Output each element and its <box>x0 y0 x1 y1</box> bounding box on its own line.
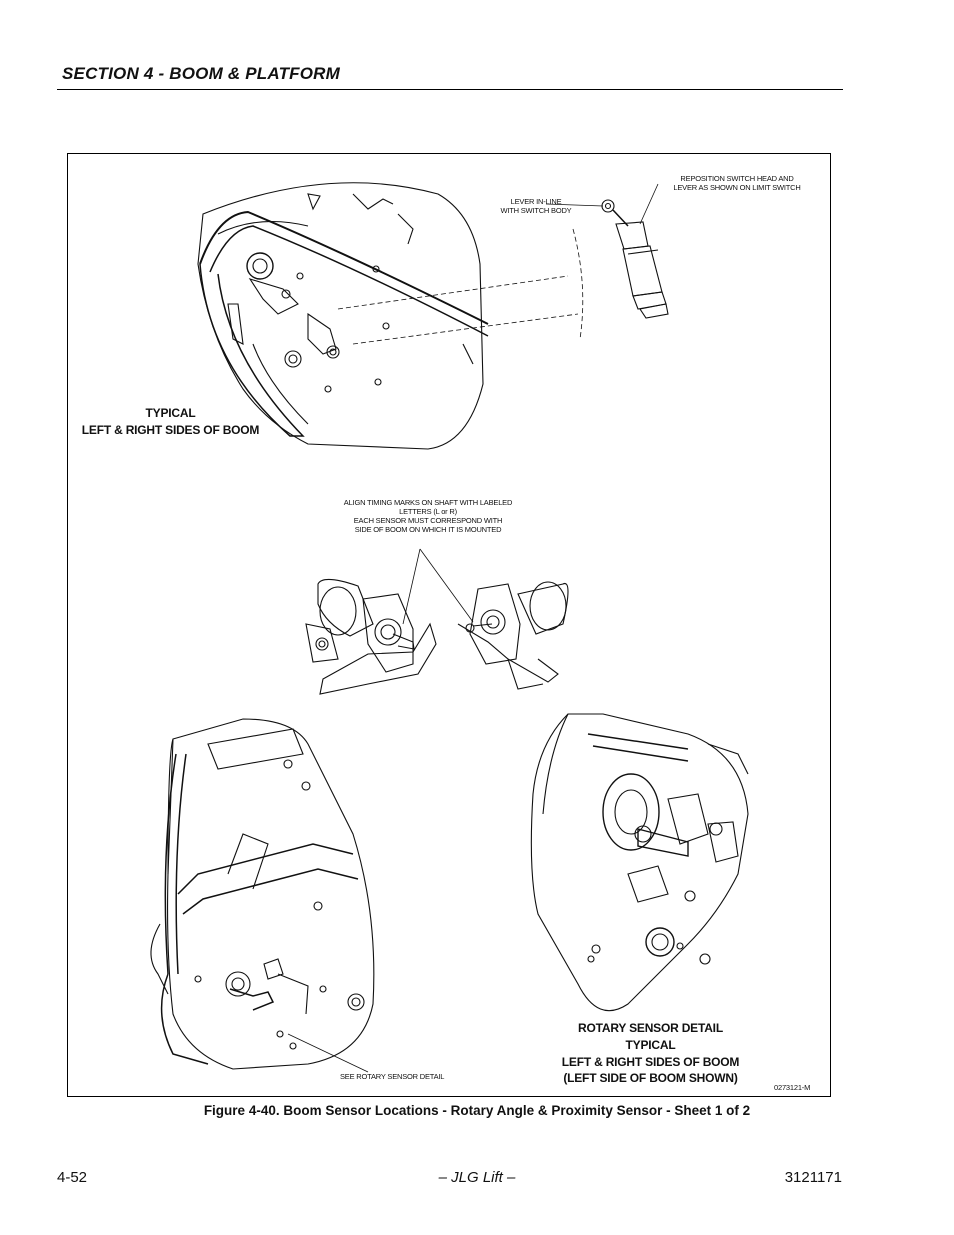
typical-top-label: TYPICAL LEFT & RIGHT SIDES OF BOOM <box>81 406 260 437</box>
page-number: 4-52 <box>57 1169 88 1186</box>
header-rule <box>57 89 843 90</box>
drawing-number: 0273121-M <box>774 1083 811 1092</box>
boom-sensor-illustration <box>150 182 749 1073</box>
align-timing-label: ALIGN TIMING MARKS ON SHAFT WITH LABELED… <box>343 498 513 534</box>
rotary-detail-drawing <box>530 713 749 1012</box>
footer-center-text: – JLG Lift – <box>438 1169 516 1186</box>
section-header: SECTION 4 - BOOM & PLATFORM <box>62 64 341 83</box>
rotary-detail-label: ROTARY SENSOR DETAIL TYPICAL LEFT & RIGH… <box>561 1021 740 1086</box>
document-number: 3121171 <box>784 1169 842 1186</box>
top-boom-drawing <box>197 182 584 450</box>
lever-inline-label: LEVER IN-LINE WITH SWITCH BODY <box>500 197 572 215</box>
limit-switch-detail <box>545 183 669 319</box>
reposition-switch-label: REPOSITION SWITCH HEAD AND LEVER AS SHOW… <box>673 174 801 192</box>
rotary-sensors-drawing <box>305 548 569 695</box>
see-rotary-label: SEE ROTARY SENSOR DETAIL <box>340 1072 445 1081</box>
figure-frame: LEVER IN-LINE WITH SWITCH BODY REPOSITIO… <box>67 153 831 1097</box>
figure-caption: Figure 4-40. Boom Sensor Locations - Rot… <box>203 1103 751 1118</box>
bottom-boom-drawing <box>150 718 375 1073</box>
